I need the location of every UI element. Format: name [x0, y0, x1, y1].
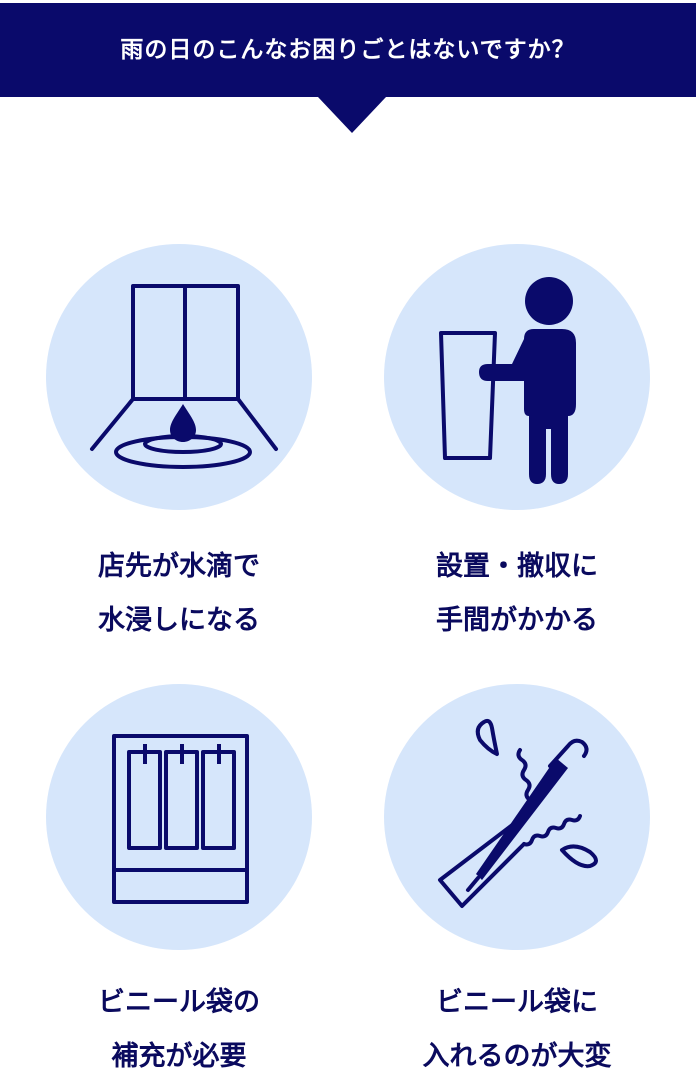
banner-pointer-arrow	[318, 97, 386, 133]
umbrella-in-bag-icon	[438, 718, 598, 908]
caption-line-1: 設置・撤収に	[436, 551, 598, 582]
caption-line-2: 水浸しになる	[98, 605, 260, 636]
problem-caption: 店先が水滴で 水浸しになる	[29, 540, 329, 648]
problem-card-wet-entrance: 店先が水滴で 水浸しになる	[29, 244, 329, 644]
umbrella-bag-dispenser-icon	[112, 734, 249, 904]
problem-card-bag-refill: ビニール袋の 補充が必要	[29, 684, 329, 1080]
icon-circle	[46, 684, 312, 950]
icon-circle	[384, 244, 650, 510]
icon-circle	[384, 684, 650, 950]
header-title: 雨の日のこんなお困りごとはないですか？	[120, 37, 576, 63]
caption-line-2: 入れるのが大変	[422, 1041, 612, 1072]
caption-line-2: 補充が必要	[111, 1041, 247, 1072]
problem-caption: ビニール袋に 入れるのが大変	[367, 976, 667, 1084]
caption-line-1: ビニール袋に	[436, 987, 598, 1018]
header-banner: 雨の日のこんなお困りごとはないですか？	[0, 3, 696, 97]
problem-card-setup-effort: 設置・撤収に 手間がかかる	[367, 244, 667, 644]
problem-caption: ビニール袋の 補充が必要	[29, 976, 329, 1084]
store-entrance-water-drop-icon	[90, 284, 278, 469]
problem-caption: 設置・撤収に 手間がかかる	[367, 540, 667, 648]
problem-card-bagging-difficulty: ビニール袋に 入れるのが大変	[367, 684, 667, 1080]
caption-line-2: 手間がかかる	[436, 605, 598, 636]
caption-line-1: ビニール袋の	[98, 987, 260, 1018]
caption-line-1: 店先が水滴で	[98, 551, 260, 582]
person-carrying-stand-icon	[439, 277, 576, 484]
icon-circle	[46, 244, 312, 510]
